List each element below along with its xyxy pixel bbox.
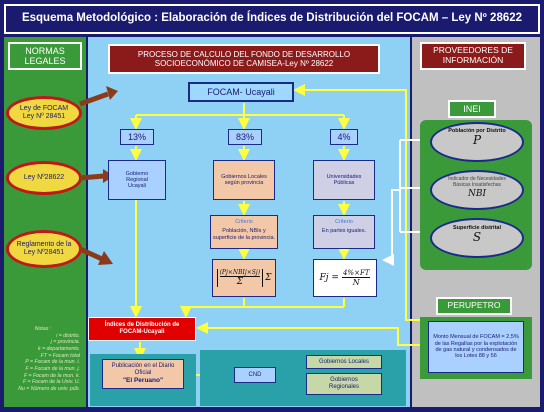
- recipient-gobiernos-locales: Gobiernos Locales según provincia: [213, 160, 275, 200]
- inei-item-superficie[interactable]: Superficie distrital S: [430, 218, 524, 258]
- header-title-bar: Esquema Metodológico : Elaboración de Ín…: [4, 4, 540, 34]
- inei-item-poblacion[interactable]: Población por Distrito P: [430, 122, 524, 162]
- output-gobiernos-locales: Gobiernos Locales: [306, 355, 382, 369]
- recipient-gobierno-regional: Gobierno Regional Ucayali: [108, 160, 166, 200]
- perupetro-to-index: [196, 322, 428, 346]
- providers-title: PROVEEDORES DE INFORMACIÓN: [420, 42, 526, 70]
- note-line: P = Focam de la mun. i.: [25, 359, 80, 366]
- note-line: FT = Focam total: [40, 352, 80, 359]
- publication-inner: Publicación en el Diario Oficial "El Per…: [102, 359, 184, 389]
- percent-box-13: 13%: [120, 129, 154, 145]
- output-gobiernos-regionales: Gobiernos Regionales: [306, 373, 382, 395]
- inei-item-nbi[interactable]: Indicador de Necesidades Básicas Insatis…: [430, 170, 524, 210]
- cnd-box: CND: [234, 367, 276, 383]
- note-line: j = provincia.: [50, 339, 80, 346]
- percent-box-4: 4%: [330, 129, 358, 145]
- inei-title: INEI: [448, 100, 496, 118]
- law-arrow-1: [79, 91, 109, 107]
- law-oval-1[interactable]: Ley de FOCAM Ley Nº 28451: [6, 96, 82, 130]
- index-distribution-box[interactable]: Índices de Distribución de FOCAM-Ucayali: [88, 317, 196, 341]
- left-panel-title: NORMAS LEGALES: [8, 42, 82, 70]
- header-title: Esquema Metodológico : Elaboración de Ín…: [21, 12, 523, 25]
- note-line: k = departamento.: [38, 345, 80, 352]
- process-title-box: PROCESO DE CALCULO DEL FONDO DE DESARROL…: [108, 44, 380, 74]
- percent-box-83: 83%: [228, 129, 262, 145]
- inei-to-formula: [382, 189, 400, 266]
- focam-ucayali-box[interactable]: FOCAM- Ucayali: [188, 82, 294, 102]
- criteria-box-locales: Criterio Población, NBIs y superficie de…: [210, 215, 278, 249]
- law-oval-2[interactable]: Ley Nº28622: [6, 161, 82, 195]
- law-arrow-3-head: [98, 251, 113, 265]
- perupetro-text-box: Monto Mensual de FOCAM = 2,5% de las Reg…: [428, 321, 524, 373]
- recipient-universidades: Universidades Públicas: [313, 160, 375, 200]
- note-line: i = distrito.: [56, 332, 80, 339]
- notes-title: Notas :: [34, 326, 52, 332]
- formula-box-universidades: Fj = 4%×FT N: [313, 259, 377, 297]
- note-line: F = Focam de la mun. j.: [25, 365, 80, 372]
- notes-box: Notas : i = distrito. j = provincia. k =…: [6, 326, 84, 406]
- note-line: F = Focam de la Univ. U.: [22, 379, 80, 386]
- note-line: F = Focam de la mun. k.: [24, 372, 80, 379]
- law-arrow-2: [79, 173, 105, 181]
- law-arrow-1-head: [106, 86, 118, 100]
- criteria-box-universidades: Criterio En partes iguales.: [313, 215, 375, 249]
- note-line: Nu = Número de univ. púb.: [18, 385, 80, 392]
- formula-box-locales: (Pj×NBIj×Sj) Σ Σ: [212, 259, 276, 297]
- perupetro-to-focam: [293, 84, 430, 321]
- perupetro-title: PERUPETRO: [436, 297, 512, 315]
- law-arrow-3: [78, 246, 104, 262]
- law-oval-3[interactable]: Reglamento de la Ley Nº28451: [6, 230, 82, 268]
